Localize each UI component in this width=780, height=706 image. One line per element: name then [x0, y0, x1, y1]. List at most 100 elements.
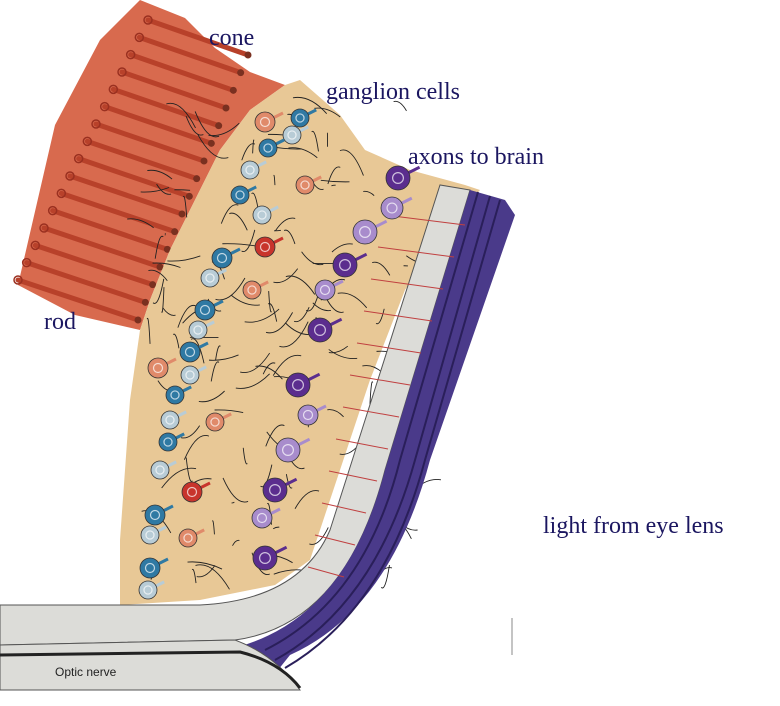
- axon-line: [363, 310, 433, 322]
- cell-nucleus: [155, 465, 165, 475]
- rod-cell: [119, 69, 229, 111]
- rod-tip: [39, 223, 49, 233]
- nerve-fiber: [279, 321, 309, 348]
- nerve-fiber: [214, 409, 244, 414]
- cell-nucleus: [339, 259, 352, 272]
- neuron-cell: [295, 175, 315, 195]
- neuron-cell: [158, 432, 178, 452]
- purple-band-stripe-1: [264, 191, 479, 651]
- neuron-cell: [254, 111, 276, 133]
- axon-line: [356, 342, 422, 354]
- nerve-fiber: [337, 292, 368, 309]
- rod-tip: [82, 136, 93, 147]
- nerve-fiber: [162, 307, 176, 316]
- nerve-fiber: [146, 317, 151, 344]
- nerve-fiber: [215, 277, 246, 301]
- rod-tip: [99, 101, 110, 112]
- cell-nucleus: [287, 130, 297, 140]
- cell-nucleus: [193, 325, 203, 335]
- nerve-fiber: [190, 338, 205, 364]
- nerve-fiber: [222, 243, 258, 247]
- label-light-from-eye-lens: light from eye lens: [543, 513, 724, 539]
- nerve-fiber: [152, 278, 165, 304]
- nerve-fiber: [273, 174, 276, 186]
- nerve-fiber: [314, 107, 341, 118]
- neuron-cell: [211, 247, 233, 269]
- rod-nucleus: [185, 192, 193, 200]
- neuron-cell: [262, 477, 288, 503]
- neuron-cell: [150, 460, 170, 480]
- neuron-cell: [160, 410, 180, 430]
- nerve-fiber: [197, 133, 229, 159]
- cell-nucleus: [205, 273, 215, 283]
- rod-nucleus: [178, 210, 186, 218]
- nerve-fiber: [215, 345, 221, 361]
- neuron-cell: [200, 268, 220, 288]
- nerve-fiber: [272, 354, 302, 376]
- nerve-fiber: [293, 307, 310, 323]
- nerve-fiber: [327, 409, 344, 418]
- nerve-fiber: [152, 262, 181, 268]
- rod-tip: [134, 32, 145, 43]
- cell-nucleus: [319, 284, 331, 296]
- rod-cell: [32, 242, 156, 288]
- neuron-cell: [258, 138, 278, 158]
- optic-nerve-dark-line: [0, 650, 302, 689]
- axon-line: [307, 566, 345, 578]
- neuron-cell: [275, 437, 301, 463]
- nerve-fiber: [375, 308, 385, 325]
- rod-nucleus: [237, 69, 245, 77]
- nerve-fiber: [275, 217, 296, 231]
- nerve-fiber: [222, 477, 249, 503]
- rod-cell: [24, 260, 148, 305]
- nerve-fiber: [161, 467, 197, 489]
- cell-nucleus: [257, 210, 267, 220]
- rod-cell: [136, 34, 244, 76]
- nerve-fiber: [161, 287, 165, 313]
- cell-nucleus: [210, 417, 220, 427]
- neuron-cell: [139, 557, 161, 579]
- nerve-fiber: [185, 115, 204, 136]
- cell-nucleus: [263, 143, 273, 153]
- rod-tip: [47, 205, 58, 216]
- rod-nucleus: [229, 86, 237, 94]
- axon-line: [370, 278, 444, 290]
- nerve-fiber: [309, 527, 329, 545]
- nerve-fiber: [231, 295, 260, 306]
- axon-line: [349, 374, 411, 386]
- cell-nucleus: [152, 362, 164, 374]
- neuron-cell: [352, 219, 378, 245]
- rod-tip: [108, 84, 119, 95]
- nerve-fiber: [127, 218, 154, 229]
- nerve-fiber: [328, 345, 349, 354]
- nerve-fiber: [232, 539, 240, 546]
- rod-cells: [13, 15, 252, 324]
- nerve-fiber: [272, 526, 280, 530]
- rod-nucleus: [149, 281, 157, 289]
- nerve-fiber: [191, 568, 197, 584]
- nerve-fiber: [196, 565, 216, 578]
- nerve-fiber: [195, 564, 230, 590]
- neuron-cell: [147, 357, 169, 379]
- nerve-fiber: [301, 251, 324, 266]
- nerve-fiber: [252, 139, 255, 154]
- nerve-fiber: [363, 190, 375, 196]
- cell-nucleus: [149, 509, 161, 521]
- nerve-fiber: [372, 261, 391, 276]
- rod-nucleus: [244, 51, 252, 59]
- nerve-fiber: [285, 275, 316, 295]
- nerve-fiber: [267, 303, 278, 322]
- cell-nucleus: [392, 172, 405, 185]
- nerve-fiber: [231, 501, 235, 504]
- axon-line: [314, 534, 356, 546]
- cell-nucleus: [245, 165, 255, 175]
- rod-nucleus: [193, 175, 201, 183]
- nerve-fiber: [220, 204, 239, 224]
- label-rod: rod: [44, 309, 76, 335]
- nerve-fiber: [210, 361, 220, 382]
- rod-cell: [58, 190, 178, 235]
- axon-line: [328, 470, 378, 482]
- nerve-fiber: [154, 235, 164, 259]
- nerve-fiber: [208, 354, 239, 361]
- rod-cell: [93, 121, 207, 164]
